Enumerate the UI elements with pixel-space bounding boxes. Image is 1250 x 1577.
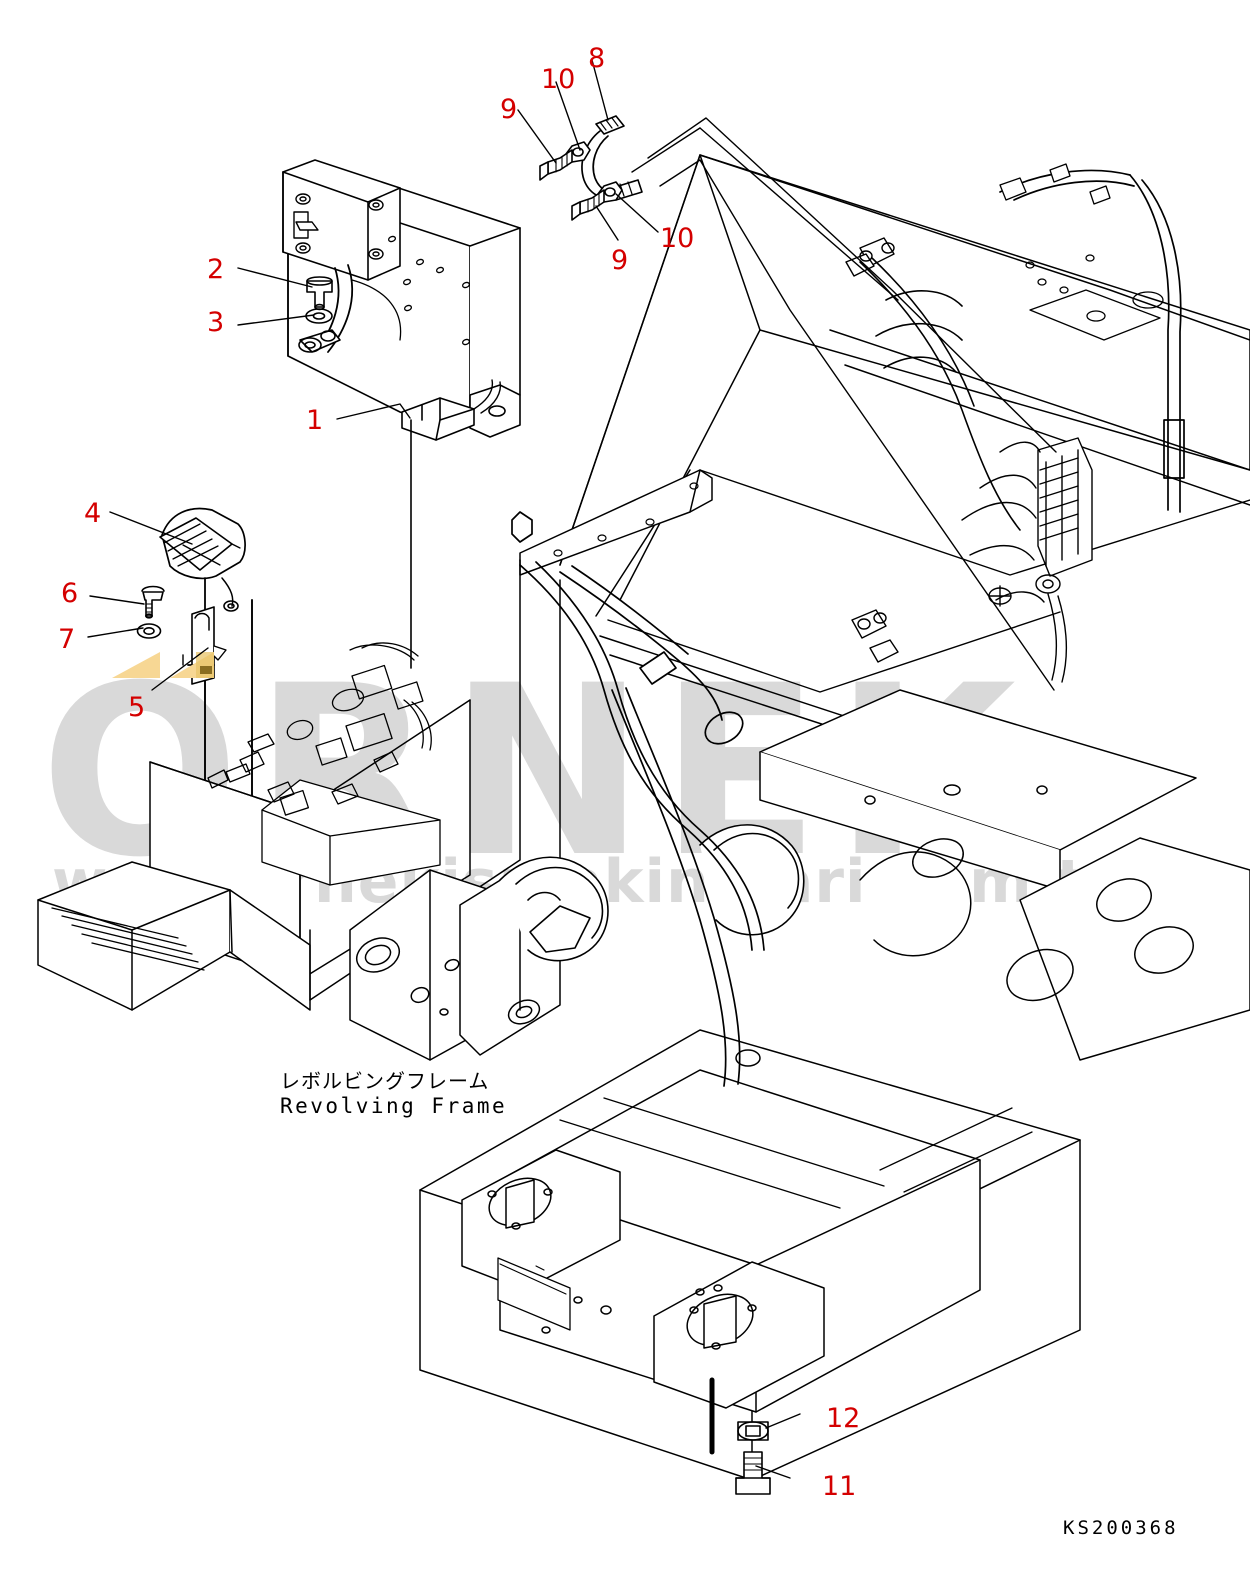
callout-2: 2 bbox=[207, 254, 225, 285]
callout-10-upper: 10 bbox=[541, 64, 576, 95]
hydraulic-hoses bbox=[511, 511, 765, 951]
lower-frame-bosses bbox=[859, 837, 1250, 1061]
callout-9-lower: 9 bbox=[611, 245, 629, 276]
part-7-washer bbox=[136, 623, 162, 639]
deck-panel bbox=[759, 689, 1197, 891]
leader-lines bbox=[87, 59, 1057, 1479]
electrical-components bbox=[207, 642, 441, 886]
callout-12: 12 bbox=[826, 1403, 861, 1434]
callout-5: 5 bbox=[128, 692, 146, 723]
callout-6: 6 bbox=[61, 578, 79, 609]
lamp-assembly-graphic bbox=[112, 507, 253, 936]
callout-9-upper: 9 bbox=[500, 94, 518, 125]
callout-4: 4 bbox=[84, 498, 102, 529]
revolving-frame-graphic bbox=[37, 154, 1250, 1481]
part-9-bolt-upper bbox=[539, 149, 573, 181]
track-frame bbox=[419, 1029, 1081, 1481]
mount-hardware-graphic bbox=[735, 1421, 771, 1495]
clamps bbox=[845, 237, 899, 663]
part-6-screw bbox=[141, 585, 165, 619]
part-11-bolt bbox=[735, 1451, 771, 1495]
hose-assembly-graphic bbox=[539, 115, 643, 221]
callout-1: 1 bbox=[306, 405, 324, 436]
callout-10-lower: 10 bbox=[660, 223, 695, 254]
callout-7: 7 bbox=[58, 624, 76, 655]
valve-block bbox=[961, 437, 1093, 683]
boom-foot-castings bbox=[499, 824, 805, 962]
part-1-connector bbox=[401, 397, 475, 441]
frame-caption: レボルビングフレーム Revolving Frame bbox=[280, 1069, 508, 1118]
callout-11: 11 bbox=[822, 1471, 857, 1502]
frame-caption-japanese: レボルビングフレーム bbox=[280, 1069, 490, 1093]
callout-3: 3 bbox=[207, 307, 225, 338]
part-9-bolt-lower bbox=[571, 189, 605, 221]
controller-assembly-graphic bbox=[282, 159, 521, 441]
sheet-code: KS200368 bbox=[1063, 1517, 1179, 1539]
callout-8: 8 bbox=[588, 43, 606, 74]
frame-caption-english: Revolving Frame bbox=[280, 1093, 508, 1118]
part-12-washer bbox=[737, 1421, 769, 1441]
